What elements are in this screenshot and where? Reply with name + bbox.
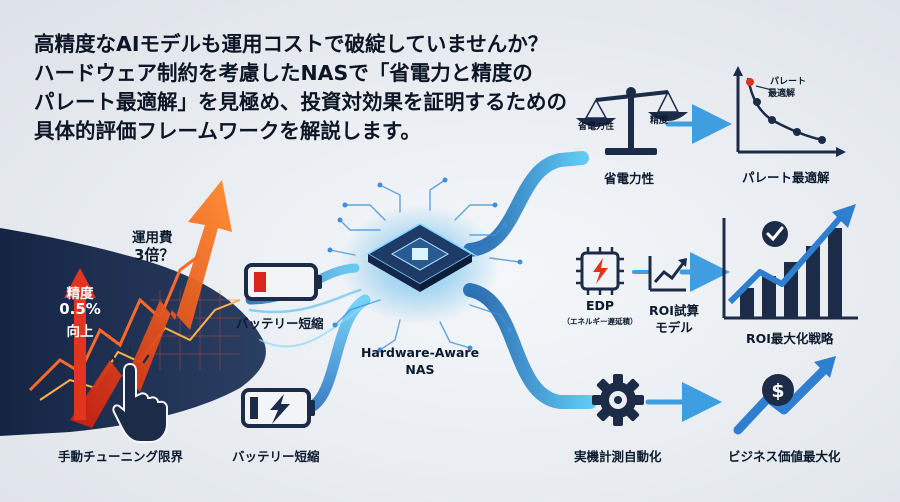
manual-tuning-label: 手動チューニング限界 — [58, 449, 184, 464]
pointing-hand-icon — [110, 346, 168, 443]
pareto-caption: パレート最適解 — [742, 170, 830, 185]
roi-model-label-2: モデル — [655, 320, 693, 335]
headline-line-3: パレート最適解」を見極め、投資対効果を証明するための — [34, 90, 567, 114]
gear-icon — [592, 374, 644, 426]
nas-label-1: Hardware-Aware — [360, 345, 480, 360]
pareto-chart-icon — [733, 66, 846, 157]
cost-label-2: 3倍？ — [134, 246, 175, 264]
nas-label-2: NAS — [405, 362, 435, 377]
business-value-icon: $ — [733, 356, 836, 435]
battery-charging-icon — [241, 388, 315, 428]
edp-chip-icon — [576, 247, 624, 295]
roi-trend-icon — [648, 256, 687, 292]
scale-icon — [576, 87, 688, 155]
roi-strategy-label: ROI最大化戦略 — [746, 331, 834, 346]
left-dark-panel — [0, 180, 266, 436]
business-value-label: ビジネス価値最大化 — [728, 449, 841, 464]
edp-title: EDP — [585, 298, 615, 313]
accuracy-label-2: 0.5% — [59, 300, 101, 318]
scale-caption: 省電力性 — [604, 171, 655, 186]
roi-bar-chart-icon — [722, 204, 858, 320]
pareto-annotation-1: パレート — [770, 77, 807, 87]
headline-line-4: 具体的評価フレームワークを解説します。 — [34, 119, 421, 143]
accuracy-label-3: 向上 — [66, 324, 94, 340]
scale-left-label: 省電力性 — [578, 122, 615, 132]
headline: 高精度なAIモデルも運用コストで破綻していませんか？ ハードウェア制約を考慮した… — [34, 30, 594, 146]
scale-right-label: 精度 — [650, 116, 669, 126]
headline-line-1: 高精度なAIモデルも運用コストで破綻していませんか？ — [34, 32, 549, 56]
accuracy-label-1: 精度 — [66, 286, 94, 302]
roi-model-label-1: ROI試算 — [649, 303, 699, 318]
pareto-annotation-2: 最適解 — [768, 89, 796, 99]
svg-text:$: $ — [771, 380, 784, 402]
battery-top-label: バッテリー短縮 — [236, 316, 324, 331]
headline-line-2: ハードウェア制約を考慮したNASで「省電力と精度の — [34, 61, 533, 85]
edp-subtitle: （エネルギー遅延積） — [562, 317, 638, 326]
automation-label: 実機計測自動化 — [574, 449, 662, 464]
cost-label-1: 運用費 — [132, 230, 173, 246]
nas-chip-icon — [340, 205, 500, 325]
battery-bottom-label: バッテリー短縮 — [232, 449, 320, 464]
battery-low-icon — [244, 263, 322, 301]
